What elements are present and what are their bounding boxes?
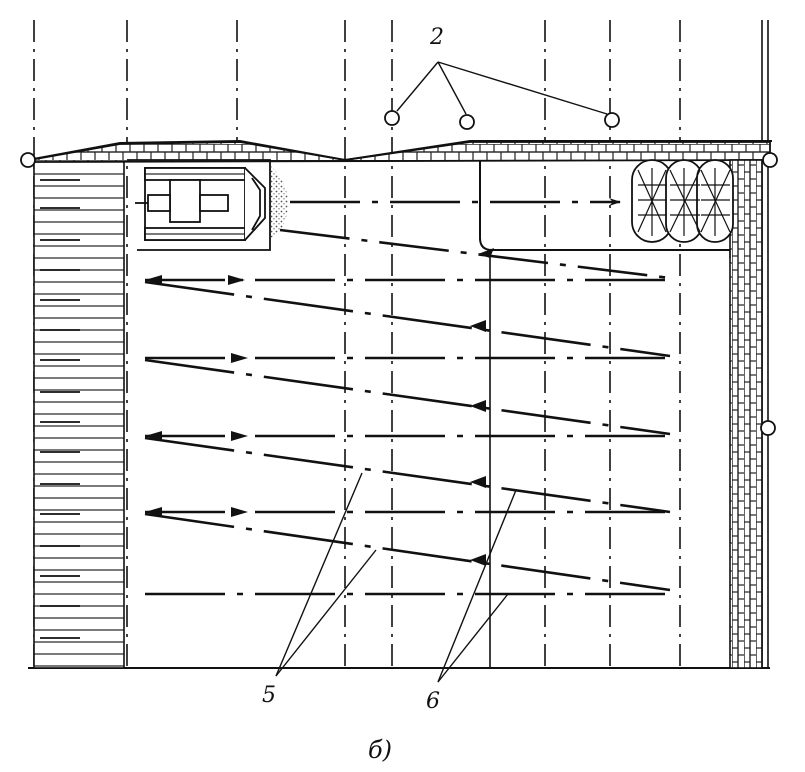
diagonal-pass	[144, 512, 671, 592]
circle-marker-icon	[604, 112, 620, 128]
diagonal-pass	[144, 358, 671, 436]
stockpile-group	[631, 159, 734, 243]
label-return-passes: 6	[426, 689, 440, 714]
leader-lines-6	[437, 489, 517, 683]
berm-crest	[27, 139, 772, 162]
return-path	[279, 228, 671, 280]
pile-markers	[20, 110, 778, 436]
spoil-pile	[270, 165, 288, 240]
left-wall-ticks	[40, 179, 80, 639]
figure-caption: б)	[368, 736, 392, 764]
circle-marker-icon	[762, 152, 778, 168]
circle-marker-icon	[760, 420, 776, 436]
circle-marker-icon	[384, 110, 400, 126]
circle-marker-icon	[20, 152, 36, 168]
leader-lines-2	[396, 61, 608, 115]
circle-marker-icon	[459, 114, 475, 130]
diagonal-pass	[144, 280, 671, 358]
label-piles: 2	[429, 25, 444, 50]
tracked-machine-icon	[135, 167, 266, 241]
leader-lines-5	[275, 472, 377, 677]
left-hatched-zone	[33, 159, 125, 669]
travel-paths	[144, 198, 671, 596]
right-brick-wall	[729, 159, 763, 669]
diagonal-pass	[144, 436, 671, 514]
grid-lines	[33, 20, 681, 668]
label-forward-passes: 5	[262, 683, 276, 708]
solid-verticals	[479, 20, 769, 668]
corridor-edge	[492, 249, 731, 258]
arrowheads	[145, 248, 494, 566]
